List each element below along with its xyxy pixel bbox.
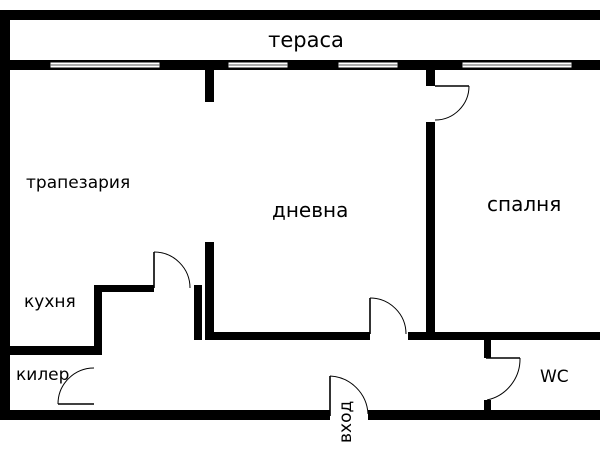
- door-pantry: [57, 367, 95, 405]
- bedroom-left-wall-top: [426, 70, 435, 86]
- label-entrance: вход: [336, 401, 356, 443]
- kitchen-top-wall: [94, 285, 154, 292]
- door-bedroom: [434, 85, 470, 121]
- living-left-wall-top: [205, 70, 214, 102]
- door-entrance: [329, 375, 369, 416]
- corridor-top-wall-right: [408, 332, 600, 340]
- label-pantry: килер: [16, 365, 69, 385]
- label-wc: WC: [540, 367, 569, 387]
- bottom-wall-left: [0, 410, 330, 420]
- kitchen-bottom-wall: [0, 346, 102, 355]
- kitchen-right-wall: [94, 285, 102, 355]
- label-terrace: тераса: [268, 28, 344, 52]
- terrace-top-wall: [0, 10, 600, 20]
- wc-left-wall-top: [484, 340, 491, 358]
- outer-left-wall: [0, 10, 10, 420]
- door-wc: [486, 357, 521, 401]
- door-living: [369, 297, 407, 335]
- door-kitchen: [153, 251, 191, 289]
- walls: [0, 10, 600, 420]
- label-kitchen: кухня: [24, 292, 76, 312]
- label-dining: трапезария: [26, 173, 130, 193]
- kitchen-door-jamb: [194, 285, 202, 340]
- label-living: дневна: [272, 198, 348, 222]
- pantry-right-wall: [94, 346, 102, 352]
- bottom-wall-right: [368, 410, 600, 420]
- room-labels: тераса трапезария дневна спалня кухня ки…: [16, 28, 569, 443]
- label-bedroom: спалня: [487, 192, 561, 216]
- windows: [49, 61, 573, 69]
- wc-left-wall-bottom: [484, 400, 491, 410]
- living-left-wall-bottom: [205, 242, 214, 340]
- corridor-top-wall-left: [205, 332, 370, 340]
- doors: [57, 85, 521, 416]
- bedroom-left-wall-bottom: [426, 122, 435, 335]
- apartment-top-wall: [0, 60, 600, 70]
